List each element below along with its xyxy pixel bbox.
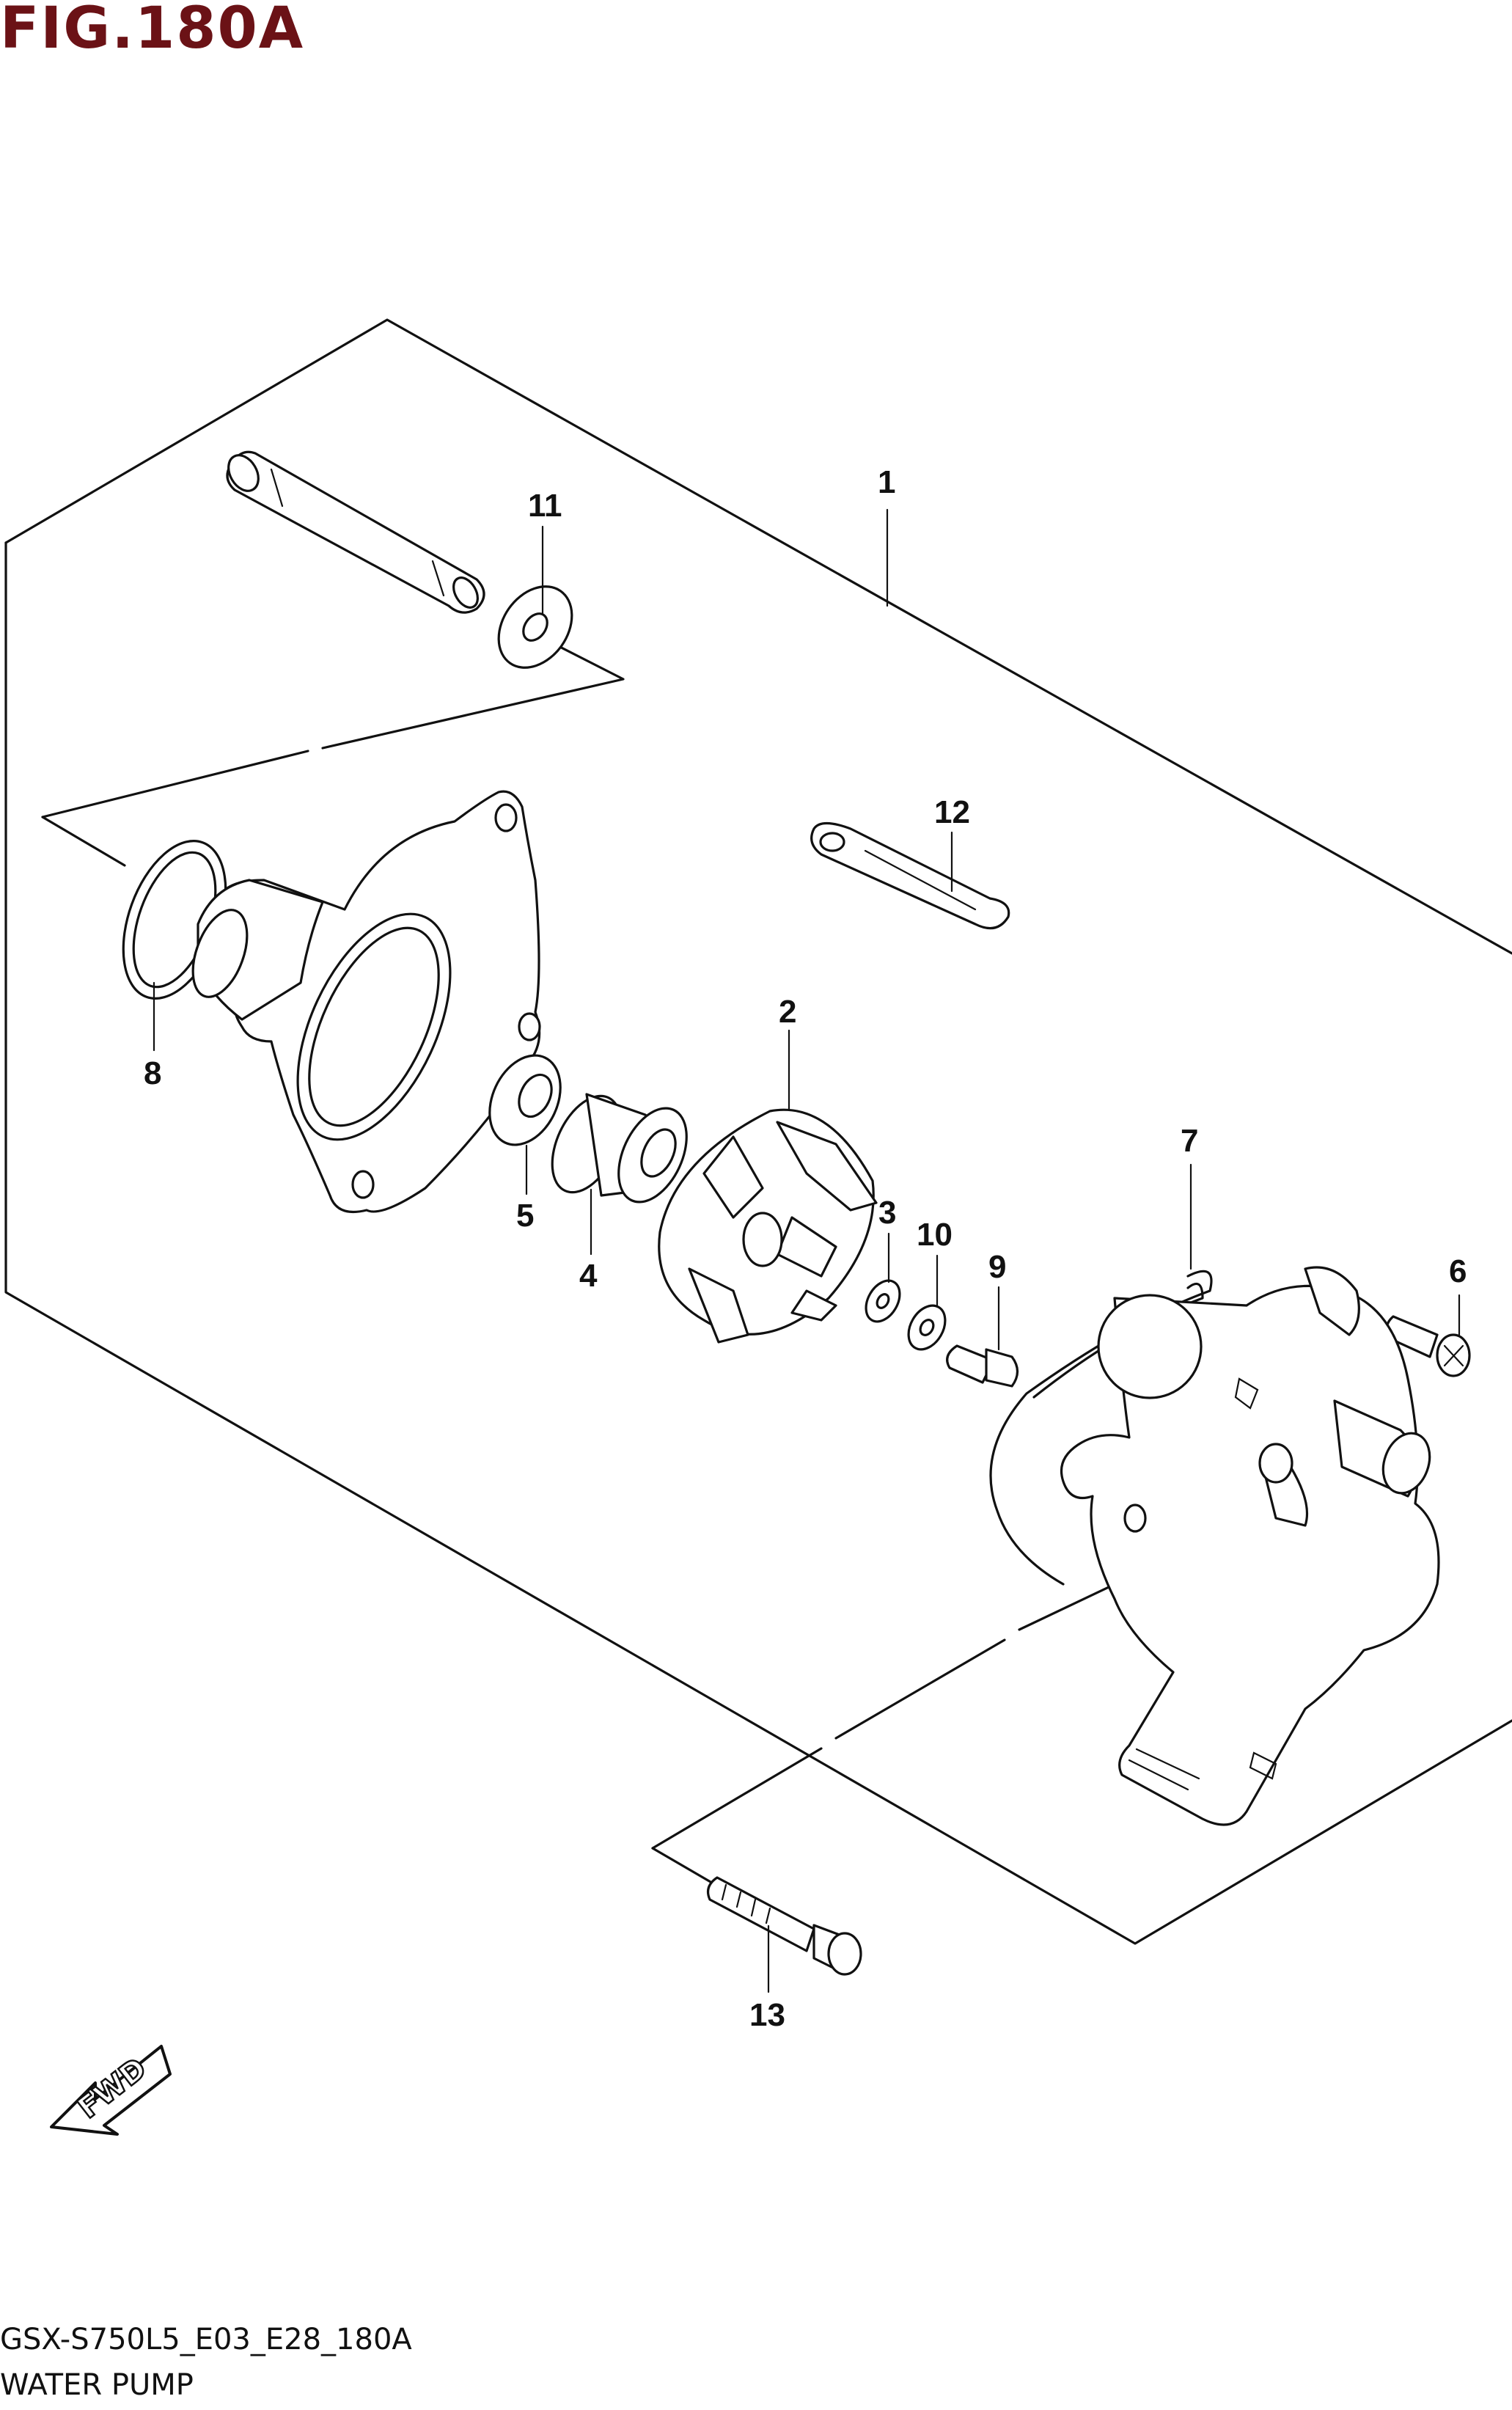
- pump-shaft: [226, 450, 485, 614]
- callout-6: 6: [1449, 1253, 1467, 1289]
- pump-body: [191, 790, 541, 1214]
- figure-title: FIG.180A: [0, 0, 305, 62]
- hose-clamp: [810, 821, 1010, 930]
- callout-3: 3: [878, 1195, 896, 1231]
- callout-1: 1: [878, 464, 895, 500]
- shaft-washer: [497, 585, 573, 669]
- cover-screw: [1385, 1315, 1471, 1377]
- mechanical-seal: [551, 1093, 688, 1204]
- washer-3: [865, 1279, 901, 1323]
- callout-2: 2: [779, 994, 796, 1030]
- fwd-arrow-icon: FWD: [50, 2045, 172, 2136]
- section-name: WATER PUMP: [0, 2368, 194, 2402]
- callout-5: 5: [516, 1198, 534, 1234]
- callout-12: 12: [934, 794, 970, 830]
- callout-9: 9: [988, 1249, 1006, 1285]
- impeller: [658, 1108, 878, 1344]
- callout-8: 8: [144, 1055, 161, 1091]
- callout-13: 13: [749, 1997, 785, 2033]
- callout-10: 10: [917, 1217, 953, 1253]
- callout-labels: 1 2 3 4 5 6 7 8 9 10 11 12 13: [144, 464, 1467, 2033]
- oil-seal: [488, 1054, 562, 1146]
- callout-11: 11: [528, 488, 562, 524]
- callout-7: 7: [1181, 1123, 1198, 1159]
- impeller-bolt: [946, 1344, 1019, 1388]
- leader-lines: [153, 508, 1461, 1993]
- model-code: GSX-S750L5_E03_E28_180A: [0, 2323, 412, 2356]
- pump-cover: [1060, 1266, 1440, 1826]
- cover-bolt: [707, 1876, 862, 1976]
- assembly-outline: [4, 318, 1512, 1945]
- washer-10: [907, 1304, 947, 1351]
- callout-4: 4: [579, 1258, 598, 1294]
